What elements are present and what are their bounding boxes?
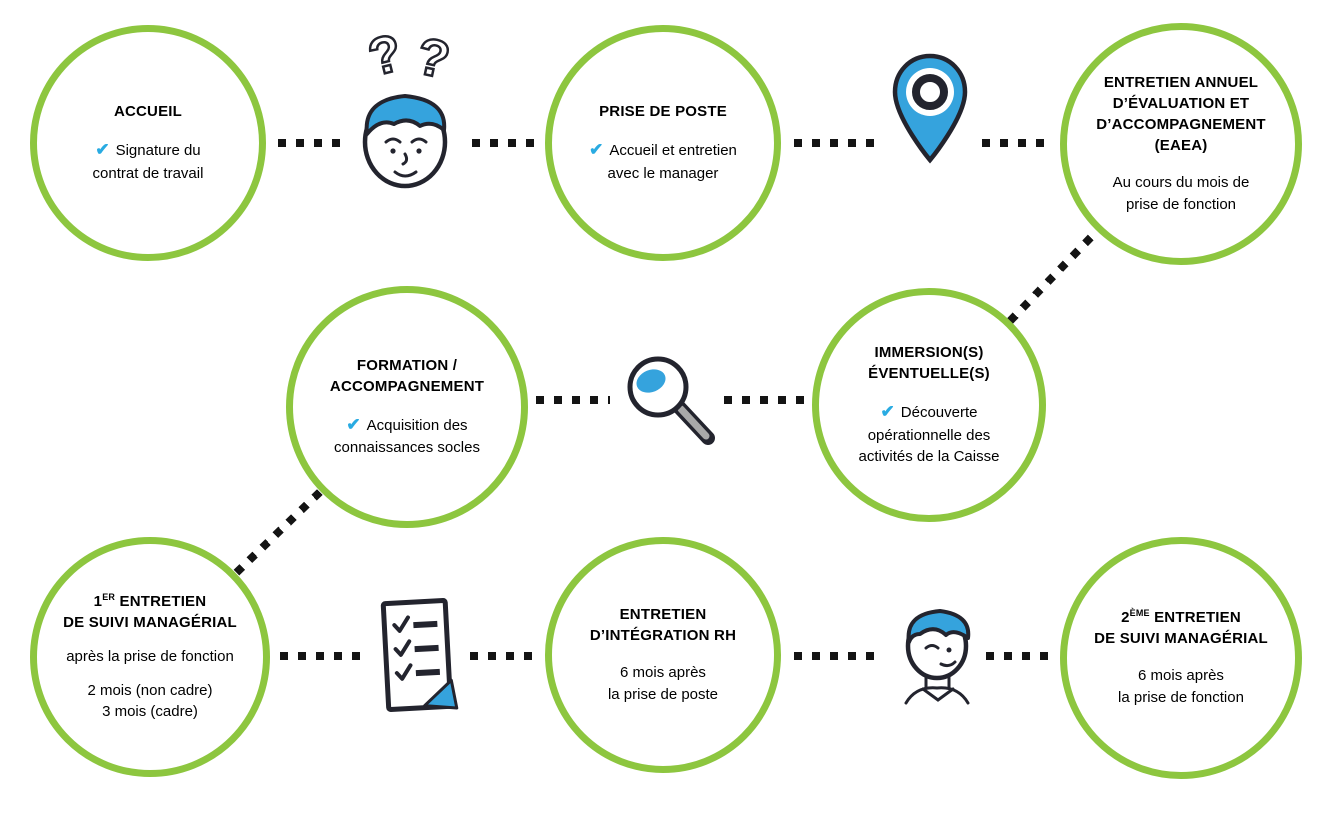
step-body-text: Acquisition des connaissances socles (334, 416, 480, 457)
ordinal-superscript: ER (102, 591, 116, 602)
step-circle-accueil: ACCUEIL ✔Signature du contrat de travail (30, 25, 266, 261)
dotted-connector-diagonal (1007, 228, 1100, 324)
checklist-icon (372, 596, 462, 716)
magnifying-glass-icon (616, 350, 718, 448)
step-body: ✔Acquisition des connaissances socles (334, 413, 480, 459)
dotted-connector (278, 139, 340, 147)
step-title: IMMERSION(S) ÉVENTUELLE(S) (868, 343, 990, 382)
dotted-connector (536, 396, 610, 404)
step-circle-formation: FORMATION / ACCOMPAGNEMENT ✔Acquisition … (286, 286, 528, 528)
check-icon: ✔ (95, 140, 110, 160)
dotted-connector (472, 139, 540, 147)
dotted-connector (986, 652, 1056, 660)
dotted-connector (794, 139, 880, 147)
step-body: Au cours du mois de prise de fonction (1113, 172, 1250, 216)
check-icon: ✔ (346, 414, 361, 434)
step-body: après la prise de fonction 2 mois (non c… (66, 646, 234, 723)
step-circle-immersion: IMMERSION(S) ÉVENTUELLE(S) ✔Découverte o… (812, 288, 1046, 522)
person-profile-icon (892, 590, 982, 705)
step-title: ACCUEIL (113, 103, 183, 121)
step-body: 6 mois après la prise de fonction (1118, 665, 1244, 709)
step-circle-integration-rh: ENTRETIEN D’INTÉGRATION RH 6 mois après … (545, 537, 781, 773)
step-circle-deuxieme-entretien: 2ÈME ENTRETIEN DE SUIVI MANAGÉRIAL 6 moi… (1060, 537, 1302, 779)
step-title: 1ER ENTRETIEN DE SUIVI MANAGÉRIAL (63, 591, 237, 631)
step-title: 2ÈME ENTRETIEN DE SUIVI MANAGÉRIAL (1094, 608, 1268, 648)
step-body: ✔Accueil et entretien avec le manager (589, 138, 737, 184)
step-body-text: Signature du contrat de travail (92, 142, 204, 182)
check-icon: ✔ (589, 140, 604, 160)
step-body-text: Découverte opérationnelle des activités … (858, 403, 1000, 466)
confused-person-icon: ? ? (348, 28, 463, 196)
location-pin-icon (888, 52, 972, 164)
step-title: ENTRETIEN D’INTÉGRATION RH (589, 606, 737, 645)
svg-text:?: ? (363, 28, 408, 88)
step-title: ENTRETIEN ANNUEL D’ÉVALUATION ET D’ACCOM… (1096, 74, 1266, 155)
step-body: 6 mois après la prise de poste (608, 662, 718, 706)
step-body-text: 6 mois après la prise de poste (607, 664, 719, 703)
step-circle-eaea: ENTRETIEN ANNUEL D’ÉVALUATION ET D’ACCOM… (1060, 23, 1302, 265)
dotted-connector (982, 139, 1054, 147)
step-body: ✔Signature du contrat de travail (93, 138, 204, 184)
step-title: FORMATION / ACCOMPAGNEMENT (329, 356, 485, 395)
dotted-connector (280, 652, 364, 660)
dotted-connector (470, 652, 538, 660)
step-circle-prise-de-poste: PRISE DE POSTE ✔Accueil et entretien ave… (545, 25, 781, 261)
step-body: ✔Découverte opérationnelle des activités… (859, 400, 1000, 468)
step-circle-premier-entretien: 1ER ENTRETIEN DE SUIVI MANAGÉRIAL après … (30, 537, 270, 777)
step-body-text: après la prise de fonction (66, 647, 234, 665)
svg-text:?: ? (412, 28, 455, 90)
step-body-text-2: 2 mois (non cadre) 3 mois (cadre) (87, 681, 213, 721)
check-icon: ✔ (880, 401, 895, 421)
step-body-text: 6 mois après la prise de fonction (1118, 667, 1244, 706)
step-title: PRISE DE POSTE (599, 103, 727, 121)
dotted-connector-diagonal (233, 488, 324, 576)
dotted-connector (794, 652, 884, 660)
step-body-text: Accueil et entretien avec le manager (607, 142, 737, 182)
dotted-connector (724, 396, 806, 404)
ordinal-superscript: ÈME (1129, 608, 1150, 619)
step-body-text: Au cours du mois de prise de fonction (1112, 174, 1250, 213)
